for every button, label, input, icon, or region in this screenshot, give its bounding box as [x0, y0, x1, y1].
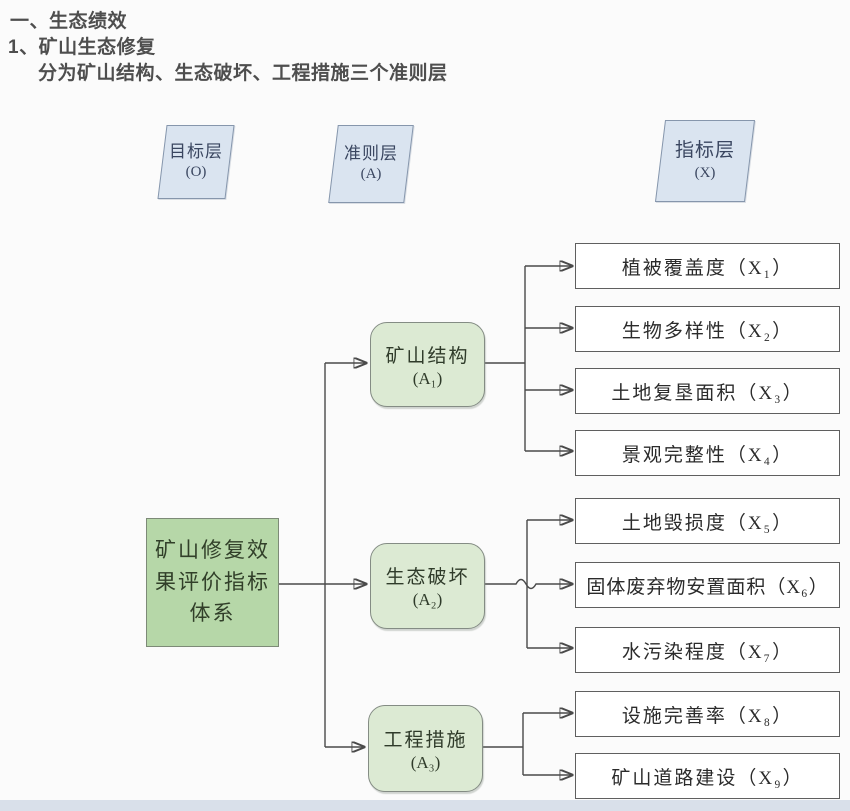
indicator-node-x6: 固体废弃物安置面积（X₆）: [575, 562, 840, 608]
criteria-node-a2: 生态破坏 (A₂): [370, 543, 485, 629]
heading-section: 一、生态绩效: [10, 11, 128, 32]
indicator-node-x7: 水污染程度（X₇）: [575, 627, 840, 673]
criteria-symbol: (A₂): [412, 590, 443, 609]
indicator-node-x8: 设施完善率（X₈）: [575, 691, 840, 737]
indicator-node-x4: 景观完整性（X₄）: [575, 430, 840, 476]
criteria-title: 生态破坏: [385, 567, 470, 588]
criteria-node-a3: 工程措施 (A₃): [368, 705, 483, 792]
layer-header-criteria: 准则层 (A): [328, 125, 414, 203]
indicator-node-x1: 植被覆盖度（X₁）: [575, 243, 840, 289]
heading-subsection: 1、矿山生态修复: [8, 37, 156, 58]
layer-title: 准则层: [344, 144, 398, 164]
criteria-title: 矿山结构: [385, 345, 470, 367]
layer-symbol: (X): [694, 164, 716, 181]
criteria-symbol: (A₃): [410, 752, 441, 772]
indicator-node-x3: 土地复垦面积（X₃）: [575, 368, 840, 414]
heading-description: 分为矿山结构、生态破坏、工程措施三个准则层: [38, 63, 448, 84]
indicator-node-x2: 生物多样性（X₂）: [575, 306, 840, 352]
indicator-node-x9: 矿山道路建设（X₉）: [575, 753, 840, 799]
indicator-node-x5: 土地毁损度（X₅）: [575, 498, 840, 544]
layer-header-goal: 目标层 (O): [157, 125, 235, 199]
layer-title: 目标层: [169, 142, 223, 162]
goal-line: 体系: [189, 601, 236, 626]
criteria-title: 工程措施: [383, 729, 468, 751]
layer-title: 指标层: [674, 139, 735, 161]
goal-line: 果评价指标: [155, 569, 270, 594]
layer-symbol: (A): [360, 166, 382, 183]
goal-node: 矿山修复效 果评价指标 体系: [146, 518, 279, 647]
criteria-symbol: (A₁): [412, 368, 443, 388]
layer-header-indicator: 指标层 (X): [654, 120, 756, 202]
criteria-node-a1: 矿山结构 (A₁): [370, 322, 485, 407]
bottom-strip: [0, 800, 850, 811]
layer-symbol: (O): [185, 164, 207, 181]
goal-line: 矿山修复效: [155, 538, 270, 563]
